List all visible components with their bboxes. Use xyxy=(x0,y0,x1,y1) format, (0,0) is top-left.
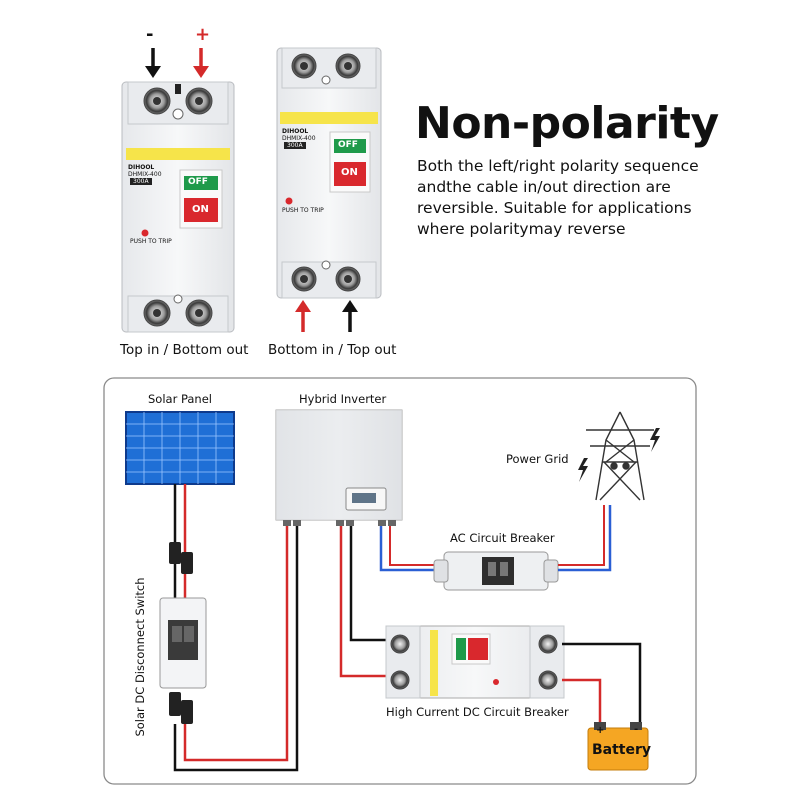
minus-arrow-icon xyxy=(145,48,161,78)
dc-disconnect-label: Solar DC Disconnect Switch xyxy=(133,577,147,737)
power-grid-tower-icon xyxy=(586,411,654,501)
left-breaker-caption: Top in / Bottom out xyxy=(120,342,249,358)
breaker-handle-off xyxy=(334,139,366,153)
description-line: reversible. Suitable for applications xyxy=(417,199,692,217)
plus-up-arrow-icon xyxy=(295,300,311,332)
terminal-icon xyxy=(538,634,558,654)
lightning-icon xyxy=(578,428,660,482)
solar-panel-icon xyxy=(125,411,235,485)
terminal-icon xyxy=(390,634,410,654)
breaker-brand: DIHOOL xyxy=(282,128,309,135)
breaker-handle-on xyxy=(334,162,366,186)
minus-up-arrow-icon xyxy=(342,300,358,332)
description-line: Both the left/right polarity sequence xyxy=(417,157,699,175)
breaker-rating: 300A xyxy=(130,178,152,185)
description-line: where polaritymay reverse xyxy=(417,220,626,238)
left-breaker xyxy=(121,81,235,333)
mc4-connector-icon xyxy=(169,542,193,574)
ac-circuit-breaker xyxy=(433,551,559,591)
push-to-trip-label: PUSH TO TRIP xyxy=(130,238,172,245)
high-current-dc-breaker xyxy=(385,625,565,699)
plus-label: + xyxy=(195,24,211,45)
breaker-rating: 300A xyxy=(284,142,306,149)
battery-label: Battery xyxy=(592,742,652,758)
breaker-model: DHMIX-400 xyxy=(128,171,162,178)
description: Both the left/right polarity sequence an… xyxy=(417,156,699,240)
breaker-off-label: OFF xyxy=(188,177,208,187)
terminal-icon xyxy=(390,670,410,690)
breaker-off-label: OFF xyxy=(338,140,358,150)
push-to-trip-icon xyxy=(141,229,149,237)
solar-panel-label: Solar Panel xyxy=(148,392,212,406)
hybrid-inverter-label: Hybrid Inverter xyxy=(299,392,387,406)
breaker-on-label: ON xyxy=(192,204,209,215)
mc4-connector-icon xyxy=(169,692,193,724)
description-line: andthe cable in/out direction are xyxy=(417,178,671,196)
headline: Non-polarity xyxy=(415,98,719,149)
dc-breaker-label: High Current DC Circuit Breaker xyxy=(386,705,569,719)
push-to-trip-icon xyxy=(285,197,293,205)
plus-arrow-icon xyxy=(193,48,209,78)
hybrid-inverter xyxy=(275,409,403,526)
ac-breaker-label: AC Circuit Breaker xyxy=(450,531,555,545)
push-to-trip-label: PUSH TO TRIP xyxy=(282,207,324,214)
power-grid-label: Power Grid xyxy=(506,452,569,466)
breaker-model: DHMIX-400 xyxy=(282,135,316,142)
breaker-on-label: ON xyxy=(341,167,358,178)
dc-disconnect-switch xyxy=(159,597,207,689)
battery-plus-label: + xyxy=(596,725,605,736)
terminal-icon xyxy=(538,670,558,690)
breaker-brand: DIHOOL xyxy=(128,164,155,171)
breaker-handle-on xyxy=(184,198,218,222)
right-breaker xyxy=(276,47,382,299)
breaker-handle-off xyxy=(184,176,218,190)
diagram-frame xyxy=(103,377,697,785)
minus-label: - xyxy=(146,24,154,45)
battery-minus-label: - xyxy=(634,724,639,735)
battery-icon xyxy=(587,722,649,771)
right-breaker-caption: Bottom in / Top out xyxy=(268,342,397,358)
